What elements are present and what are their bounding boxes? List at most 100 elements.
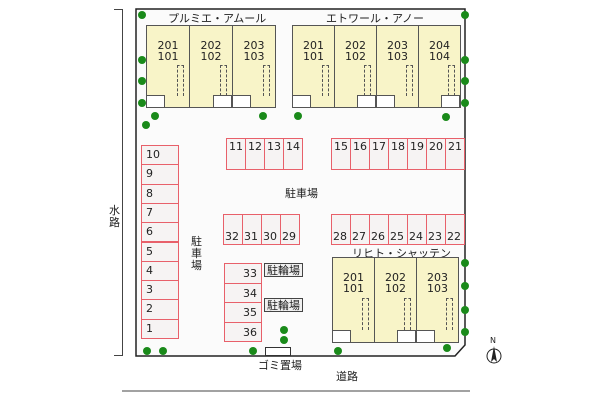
unit-upper-number: 201: [303, 39, 324, 52]
entrance-step: [146, 95, 166, 108]
entrance-step: [212, 95, 232, 108]
unit-upper-number: 203: [387, 39, 408, 52]
parking-space-18[interactable]: 18: [388, 138, 408, 170]
parking-space-1[interactable]: 1: [141, 318, 179, 339]
bicycle-parking-1: 駐輪場: [264, 263, 303, 277]
building-name: リヒト・シャッテン: [352, 247, 451, 260]
unit-upper-number: 204: [429, 39, 450, 52]
tree-icon: [138, 99, 146, 107]
parking-space-27[interactable]: 27: [350, 214, 370, 245]
parking-space-30[interactable]: 30: [261, 214, 281, 245]
stair: [364, 64, 371, 96]
parking-space-32[interactable]: 32: [223, 214, 243, 245]
stair: [177, 64, 184, 96]
unit-lower-number: 102: [385, 282, 406, 295]
parking-space-7[interactable]: 7: [141, 202, 179, 224]
parking-space-6[interactable]: 6: [141, 222, 179, 243]
parking-space-20[interactable]: 20: [426, 138, 446, 170]
road-label: 道路: [336, 370, 358, 383]
bicycle-parking-2: 駐輪場: [264, 298, 303, 312]
waterway-line-top: [114, 9, 123, 10]
parking-space-24[interactable]: 24: [407, 214, 427, 245]
tree-icon: [142, 121, 150, 129]
tree-icon: [249, 347, 257, 355]
parking-space-8[interactable]: 8: [141, 183, 179, 204]
parking-space-22[interactable]: 22: [445, 214, 465, 245]
unit-lower-number: 103: [427, 282, 448, 295]
tree-icon: [461, 99, 469, 107]
entrance-step: [397, 330, 416, 343]
tree-icon: [294, 112, 302, 120]
parking-space-3[interactable]: 3: [141, 280, 179, 301]
parking-space-10[interactable]: 10: [141, 145, 179, 166]
tree-icon: [138, 56, 146, 64]
unit-lower-number: 101: [157, 50, 179, 63]
unit-upper-number: 203: [427, 271, 448, 284]
tree-icon: [461, 306, 469, 314]
tree-icon: [461, 282, 469, 290]
waterway-line-bottom: [114, 355, 123, 356]
tree-icon: [461, 77, 469, 85]
parking-space-16[interactable]: 16: [350, 138, 370, 170]
waterway-line: [122, 9, 123, 355]
parking-space-17[interactable]: 17: [369, 138, 389, 170]
unit-upper-number: 202: [345, 39, 366, 52]
stair: [362, 298, 369, 331]
stair: [263, 64, 270, 96]
parking-space-29[interactable]: 29: [280, 214, 300, 245]
parking-space-4[interactable]: 4: [141, 260, 179, 282]
parking-space-5[interactable]: 5: [141, 241, 179, 262]
parking-space-19[interactable]: 19: [407, 138, 427, 170]
parking-space-26[interactable]: 26: [369, 214, 389, 245]
parking-space-36[interactable]: 36: [224, 321, 262, 342]
parking-space-33[interactable]: 33: [224, 263, 262, 284]
tree-icon: [151, 112, 159, 120]
parking-space-2[interactable]: 2: [141, 299, 179, 320]
parking-space-23[interactable]: 23: [426, 214, 446, 245]
tree-icon: [159, 347, 167, 355]
unit-lower-number: 101: [343, 282, 364, 295]
building-name: プルミエ・アムール: [168, 12, 267, 25]
tree-icon: [443, 344, 451, 352]
entrance-step: [441, 95, 460, 108]
parking-space-28[interactable]: 28: [331, 214, 351, 245]
parking-space-9[interactable]: 9: [141, 164, 179, 185]
parking-space-15[interactable]: 15: [331, 138, 351, 170]
parking-space-11[interactable]: 11: [226, 138, 246, 170]
tree-icon: [442, 113, 450, 121]
parking-space-13[interactable]: 13: [264, 138, 284, 170]
stair: [446, 298, 453, 331]
parking-space-21[interactable]: 21: [445, 138, 465, 170]
north-label: N: [490, 336, 496, 345]
parking-space-12[interactable]: 12: [245, 138, 265, 170]
parking-label-vertical: 駐車場: [191, 235, 202, 272]
parking-space-25[interactable]: 25: [388, 214, 408, 245]
parking-space-14[interactable]: 14: [283, 138, 303, 170]
tree-icon: [280, 326, 288, 334]
tree-icon: [461, 259, 469, 267]
parking-space-34[interactable]: 34: [224, 282, 262, 303]
stair: [448, 64, 455, 96]
entrance-step: [357, 95, 376, 108]
parking-space-31[interactable]: 31: [242, 214, 262, 245]
entrance-step: [416, 330, 435, 343]
stair: [404, 298, 411, 331]
unit-lower-number: 103: [243, 50, 265, 63]
parking-space-35[interactable]: 35: [224, 302, 262, 323]
unit-upper-number: 202: [200, 39, 222, 52]
unit-lower-number: 101: [303, 50, 324, 63]
north-arrow-icon: [486, 346, 502, 364]
stair: [322, 64, 329, 96]
unit-upper-number: 201: [157, 39, 179, 52]
unit-upper-number: 201: [343, 271, 364, 284]
tree-icon: [334, 347, 342, 355]
tree-icon: [138, 11, 146, 19]
